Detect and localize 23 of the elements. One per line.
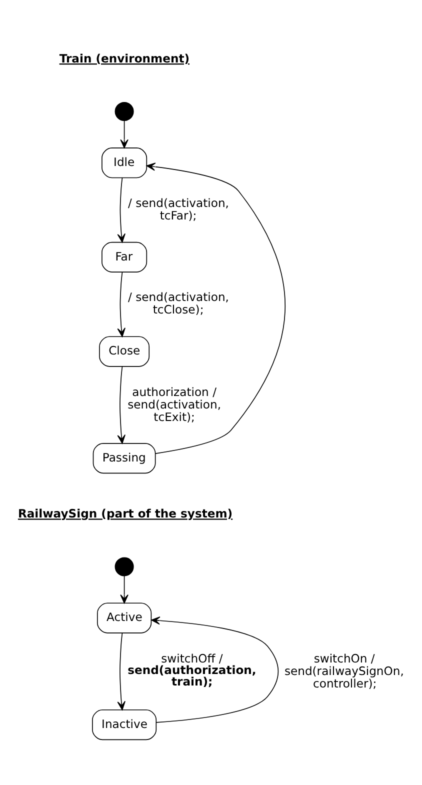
arrow <box>120 576 128 604</box>
node-box: Far <box>102 242 148 272</box>
edge-label: switchOff / send(authorization, train); <box>128 651 256 689</box>
node-box: Active <box>97 602 152 634</box>
edge-label: authorization / send(activation, tcExit); <box>128 384 222 424</box>
arrow <box>117 632 126 710</box>
node-circle <box>114 557 134 576</box>
arrow <box>146 162 286 454</box>
node-box: Passing <box>92 442 156 474</box>
arrow <box>120 120 128 148</box>
arrow <box>117 177 126 243</box>
arrow <box>151 616 279 723</box>
label: RailwaySign (part of the system) <box>18 506 233 521</box>
node-box: Close <box>99 336 150 367</box>
edge-label: switchOn / send(railwaySignOn, controller); <box>284 651 404 690</box>
arrow <box>117 366 126 444</box>
arrow <box>117 272 126 337</box>
node-box: Inactive <box>92 709 157 740</box>
edge-label: / send(activation, tcClose); <box>128 290 229 317</box>
label: Train (environment) <box>59 51 190 66</box>
node-box: Idle <box>102 148 148 178</box>
edge-label: / send(activation, tcFar); <box>128 196 229 222</box>
node-circle <box>114 102 134 122</box>
